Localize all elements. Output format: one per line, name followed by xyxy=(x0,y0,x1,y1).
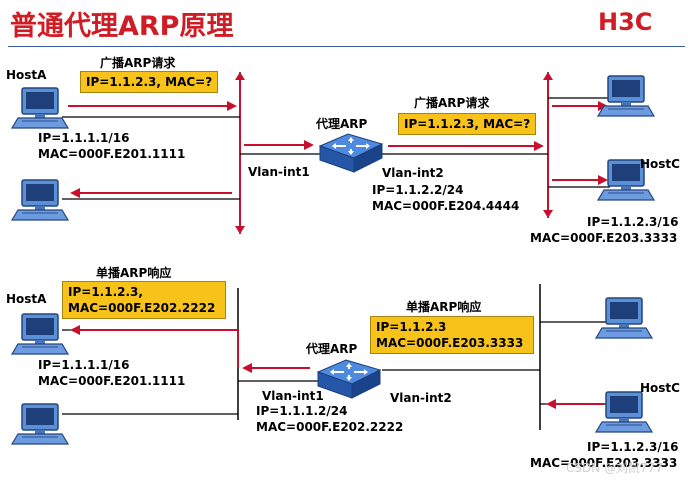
top-left-seg-arrow-down xyxy=(235,226,245,234)
logo-text: H3C xyxy=(598,8,652,34)
top-hostC-mac: MAC=000F.E203.3333 xyxy=(530,231,678,245)
top-hostA-mac: MAC=000F.E201.1111 xyxy=(38,147,186,161)
bottom-reply-box-right-line2: MAC=000F.E203.3333 xyxy=(376,336,524,350)
top-vlan2-ip: IP=1.1.2.2/24 xyxy=(372,183,464,197)
page-title: 普通代理ARP原理 xyxy=(10,11,234,42)
top-hostA-label: HostA xyxy=(6,68,47,82)
bottom-hostA-mac: MAC=000F.E201.1111 xyxy=(38,374,186,388)
top-vlan2-label: Vlan-int2 xyxy=(382,166,444,180)
bottom-hostC-label: HostC xyxy=(640,381,680,395)
bottom-vlan1-mac: MAC=000F.E202.2222 xyxy=(256,420,404,434)
top-request-box-right: IP=1.1.2.3, MAC=? xyxy=(398,113,537,135)
watermark: CSDN @刘凯777 xyxy=(566,461,663,475)
bottom-reply-box-left: IP=1.1.2.3, MAC=000F.E202.2222 xyxy=(62,281,226,319)
bottom-hostA-pc-icon xyxy=(11,313,69,355)
top-request-box-left: IP=1.1.2.3, MAC=? xyxy=(80,71,219,93)
top-vlan1-label: Vlan-int1 xyxy=(248,165,310,179)
bottom-reply-box-left-line2: MAC=000F.E202.2222 xyxy=(68,301,216,315)
title-divider xyxy=(8,46,685,47)
top-hostD-pc-icon xyxy=(597,75,655,117)
top-hostC-label: HostC xyxy=(640,157,680,171)
bottom-hostC-mac: MAC=000F.E203.3333 xyxy=(530,456,678,470)
top-request-caption-right: 广播ARP请求 xyxy=(414,96,490,110)
top-hostA-ip: IP=1.1.1.1/16 xyxy=(38,131,130,145)
bottom-switch-icon xyxy=(317,359,381,399)
bottom-hostB-pc-icon xyxy=(11,403,69,445)
bottom-vlan1-label: Vlan-int1 xyxy=(262,389,324,403)
bottom-reply-caption-left: 单播ARP响应 xyxy=(96,266,172,280)
top-request-caption-left: 广播ARP请求 xyxy=(100,56,176,70)
bottom-diagram xyxy=(11,284,653,445)
bottom-vlan2-label: Vlan-int2 xyxy=(390,391,452,405)
bottom-hostA-label: HostA xyxy=(6,292,47,306)
bottom-hostD-pc-icon xyxy=(595,297,653,339)
top-switch-icon xyxy=(319,133,383,173)
bottom-hostC-ip: IP=1.1.2.3/16 xyxy=(587,440,679,454)
top-diagram xyxy=(11,72,655,234)
top-left-seg-arrow-up xyxy=(235,72,245,80)
top-hostB-pc-icon xyxy=(11,179,69,221)
bottom-reply-caption-right: 单播ARP响应 xyxy=(406,300,482,314)
bottom-reply-box-right: IP=1.1.2.3 MAC=000F.E203.3333 xyxy=(370,316,534,354)
bottom-reply-box-left-line1: IP=1.1.2.3, xyxy=(68,285,143,299)
top-hostC-ip: IP=1.1.2.3/16 xyxy=(587,215,679,229)
bottom-vlan1-ip: IP=1.1.1.2/24 xyxy=(256,404,348,418)
bottom-reply-box-right-line1: IP=1.1.2.3 xyxy=(376,320,447,334)
h3c-logo: H3C xyxy=(598,8,652,34)
top-proxy-label: 代理ARP xyxy=(316,117,368,131)
bottom-hostA-ip: IP=1.1.1.1/16 xyxy=(38,358,130,372)
top-vlan2-mac: MAC=000F.E204.4444 xyxy=(372,199,520,213)
bottom-proxy-label: 代理ARP xyxy=(306,342,358,356)
bottom-hostC-pc-icon xyxy=(595,391,653,433)
top-hostA-pc-icon xyxy=(11,87,69,129)
